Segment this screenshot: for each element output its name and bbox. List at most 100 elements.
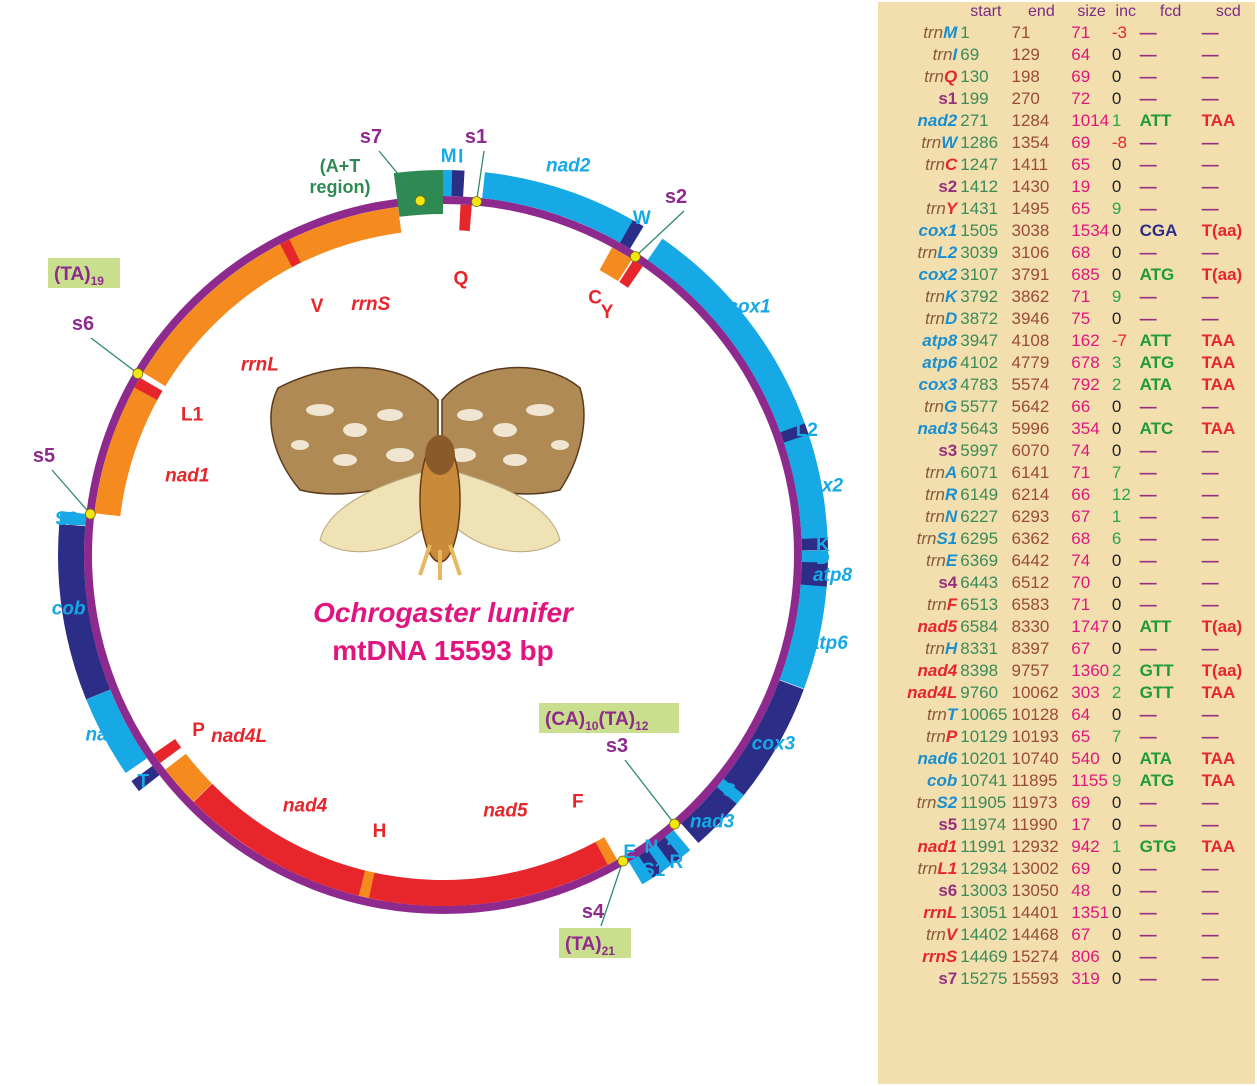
inc-cell: 0 xyxy=(1111,748,1122,768)
segment-W xyxy=(620,220,644,249)
gene-label-rrnS: rrnS xyxy=(351,294,390,315)
trn-prefix: trn xyxy=(926,924,946,944)
gene-name-cell: s1 xyxy=(878,88,960,110)
gene-name-cell: s3 xyxy=(878,440,960,462)
scd-cell: T(aa) xyxy=(1201,264,1243,284)
segment-A xyxy=(664,830,691,858)
inc-cell: 0 xyxy=(1111,572,1122,592)
gene-label-nad4: nad4 xyxy=(283,795,328,816)
segment-D xyxy=(801,550,828,563)
leader-s2 xyxy=(634,210,685,258)
segment-Y xyxy=(619,260,643,288)
gene-label-C: C xyxy=(588,287,602,308)
end-cell: 10128 xyxy=(1011,704,1059,724)
trn-letter: F xyxy=(946,594,958,614)
inc-cell: 0 xyxy=(1111,396,1122,416)
scd-cell: — xyxy=(1201,132,1219,152)
gene-label: cob xyxy=(927,770,958,790)
scd-cell: — xyxy=(1201,484,1219,504)
start-cell: 10741 xyxy=(960,770,1008,790)
size-cell: 68 xyxy=(1071,242,1091,262)
fcd-cell: — xyxy=(1139,154,1157,174)
end-cell: 3791 xyxy=(1011,264,1050,284)
fcd-cell: — xyxy=(1139,572,1157,592)
size-cell: 19 xyxy=(1071,176,1091,196)
gene-name-cell: cox2 xyxy=(878,264,960,286)
gene-name-cell: nad4L xyxy=(878,682,960,704)
segment-cox2 xyxy=(783,434,828,540)
trn-prefix: trn xyxy=(917,858,938,878)
trn-prefix: trn xyxy=(926,726,946,746)
fcd-cell: — xyxy=(1139,858,1157,878)
end-cell: 10062 xyxy=(1011,682,1059,702)
trn-letter: I xyxy=(952,44,958,64)
segment-S1 xyxy=(638,849,663,879)
inc-cell: 0 xyxy=(1111,418,1122,438)
trn-prefix: trn xyxy=(917,242,938,262)
fcd-cell: — xyxy=(1139,484,1157,504)
segment-nad6 xyxy=(86,689,148,773)
inc-cell: -3 xyxy=(1111,22,1127,42)
size-cell: 65 xyxy=(1071,198,1091,218)
gene-name-cell: cox1 xyxy=(878,220,960,242)
gene-label-atp6: atp6 xyxy=(809,633,849,654)
repeat-box-2 xyxy=(559,928,631,958)
trn-letter: L2 xyxy=(937,242,958,262)
inc-cell: 1 xyxy=(1111,506,1122,526)
size-cell: 68 xyxy=(1071,528,1091,548)
scd-cell: — xyxy=(1201,946,1219,966)
gene-name-cell: nad3 xyxy=(878,418,960,440)
fcd-cell: GTT xyxy=(1139,660,1174,680)
size-cell: 48 xyxy=(1071,880,1091,900)
scd-cell: TAA xyxy=(1201,418,1236,438)
inc-cell: 1 xyxy=(1111,110,1122,130)
spacer-dot-s5 xyxy=(84,508,96,520)
scd-cell: TAA xyxy=(1201,330,1236,350)
end-cell: 6293 xyxy=(1011,506,1050,526)
trn-letter: M xyxy=(943,22,958,42)
segment-N xyxy=(646,843,672,873)
fcd-cell: — xyxy=(1139,198,1157,218)
gene-name-cell: cob xyxy=(878,770,960,792)
start-cell: 10201 xyxy=(960,748,1008,768)
gene-label: atp6 xyxy=(922,352,958,372)
gene-name-cell: s4 xyxy=(878,572,960,594)
spacer-label-s2: s2 xyxy=(665,186,687,208)
fcd-cell: GTG xyxy=(1139,836,1177,856)
start-cell: 3947 xyxy=(960,330,999,350)
segment-rrnL xyxy=(143,243,293,387)
gene-name-cell: rrnL xyxy=(878,902,960,924)
scd-cell: — xyxy=(1201,814,1219,834)
segment-I xyxy=(451,170,465,197)
gene-name-cell: trnY xyxy=(878,198,960,220)
start-cell: 6513 xyxy=(960,594,999,614)
start-cell: 12934 xyxy=(960,858,1008,878)
trn-letter: A xyxy=(944,462,958,482)
start-cell: 69 xyxy=(960,44,980,64)
inc-cell: 2 xyxy=(1111,682,1122,702)
fcd-cell: — xyxy=(1139,242,1157,262)
trn-letter: D xyxy=(944,308,958,328)
start-cell: 271 xyxy=(960,110,989,130)
repeat-label-1: (CA)10(TA)12 xyxy=(545,709,649,733)
gene-label-rrnL: rrnL xyxy=(241,354,279,375)
spacer-dot-s1 xyxy=(471,196,482,207)
size-cell: 69 xyxy=(1071,132,1091,152)
scd-cell: — xyxy=(1201,198,1219,218)
inc-cell: 0 xyxy=(1111,154,1122,174)
leader-s3 xyxy=(624,759,676,825)
end-cell: 5642 xyxy=(1011,396,1050,416)
fcd-cell: GTT xyxy=(1139,682,1174,702)
fcd-cell: — xyxy=(1139,440,1157,460)
segment-nad3 xyxy=(681,787,737,844)
end-cell: 5574 xyxy=(1011,374,1050,394)
trn-letter: G xyxy=(944,396,958,416)
size-cell: 69 xyxy=(1071,66,1091,86)
gene-name-cell: trnQ xyxy=(878,66,960,88)
